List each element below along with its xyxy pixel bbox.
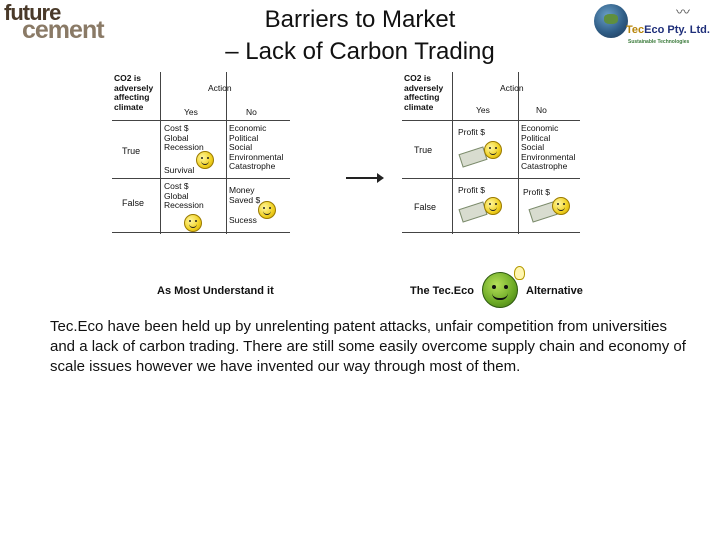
future-cement-logo: future cement [4, 2, 116, 42]
smiley-icon [552, 197, 570, 215]
grid-hline [112, 120, 290, 121]
grid-vline [518, 72, 519, 234]
title-line-2: – Lack of Carbon Trading [180, 36, 540, 68]
grid-hline [112, 232, 290, 233]
title-line-1: Barriers to Market [180, 4, 540, 36]
action-header: Action [208, 84, 232, 94]
grid-vline [452, 72, 453, 234]
false-no-extra: Sucess [229, 216, 257, 226]
logo-cement-text: cement [22, 18, 104, 43]
true-no-cell: Economic Political Social Environmental … [229, 124, 283, 172]
grid-corner-label: CO2 is adversely affecting climate [404, 74, 443, 112]
arrow-right-icon [346, 177, 382, 179]
grid-vline [160, 72, 161, 234]
left-caption: As Most Understand it [157, 285, 274, 297]
tececo-logo-tagline: Sustainable Technologies [628, 39, 689, 45]
globe-icon [594, 4, 628, 38]
smiley-icon [484, 141, 502, 159]
body-paragraph: Tec.Eco have been held up by unrelenting… [50, 317, 690, 377]
no-header: No [536, 106, 547, 116]
true-yes-cell: Profit $ [458, 128, 485, 138]
logo-name-prefix: Tec [626, 24, 644, 36]
true-yes-cell: Cost $ Global Recession [164, 124, 204, 153]
logo-name-rest: Eco Pty. Ltd. [644, 24, 710, 36]
smiley-icon [258, 201, 276, 219]
action-header: Action [500, 84, 524, 94]
smiley-icon [484, 197, 502, 215]
true-yes-extra: Survival [164, 166, 194, 176]
false-yes-cell: Profit $ [458, 186, 485, 196]
false-no-cell: Profit $ [523, 188, 550, 198]
row-false-label: False [414, 202, 436, 212]
smiley-icon [196, 151, 214, 169]
right-caption-right: Alternative [526, 285, 583, 297]
right-caption-left: The Tec.Eco [410, 285, 474, 297]
no-header: No [246, 108, 257, 118]
bird-icon: 〰 [676, 2, 690, 22]
grid-vline [226, 72, 227, 234]
tececo-logo-name: TecEco Pty. Ltd. [626, 24, 710, 36]
grid-hline [112, 178, 290, 179]
slide-title: Barriers to Market – Lack of Carbon Trad… [180, 4, 540, 68]
yes-header: Yes [476, 106, 490, 116]
row-true-label: True [414, 145, 432, 155]
row-false-label: False [122, 198, 144, 208]
false-yes-cell: Cost $ Global Recession [164, 182, 204, 211]
lightbulb-icon [514, 266, 525, 280]
true-no-cell: Economic Political Social Environmental … [521, 124, 575, 172]
grid-hline [402, 178, 580, 179]
yes-header: Yes [184, 108, 198, 118]
tececo-mascot-icon [482, 272, 518, 308]
grid-corner-label: CO2 is adversely affecting climate [114, 74, 153, 112]
grid-hline [402, 120, 580, 121]
grid-hline [402, 232, 580, 233]
false-no-cell: Money Saved $ [229, 186, 260, 205]
row-true-label: True [122, 146, 140, 156]
smiley-icon [184, 214, 202, 232]
tececo-logo: 〰 TecEco Pty. Ltd. Sustainable Technolog… [592, 2, 718, 50]
